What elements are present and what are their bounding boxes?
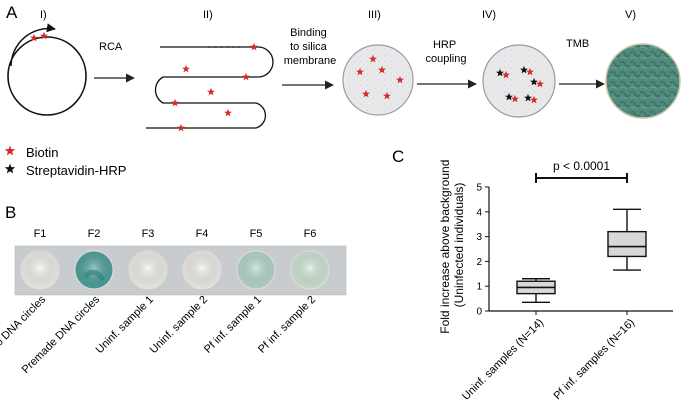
step-3-label: III) [368, 9, 381, 21]
legend-biotin-text: Biotin [26, 145, 59, 160]
biotin-star-icon [207, 87, 215, 96]
biotin-star-icon [224, 108, 232, 117]
biotin-star-icon [536, 79, 544, 88]
y-axis-label: Fold increase above background (Uninfect… [438, 156, 466, 333]
biotin-star-icon [511, 94, 519, 103]
y-tick-label: 2 [476, 257, 482, 268]
biotin-star-icon [250, 42, 258, 51]
arrow-rca-label: RCA [99, 41, 123, 53]
y-tick-label: 0 [476, 307, 482, 318]
box-iqr [607, 230, 647, 258]
well-id-label: F4 [196, 228, 209, 240]
biotin-star-icon [177, 123, 185, 132]
biotin-star-icon [502, 70, 510, 79]
well-id-label: F5 [250, 228, 263, 240]
streptavidin-star-icon [530, 77, 538, 86]
legend: Biotin Streptavidin-HRP [4, 145, 126, 178]
well-id-label: F3 [142, 228, 155, 240]
panel-a-label: A [6, 3, 18, 22]
hrp-pair [505, 92, 519, 103]
biotin-star-icon [383, 91, 391, 100]
streptavidin-star-icon [496, 68, 504, 77]
legend-biotin: Biotin [4, 145, 59, 160]
step-4-label: IV) [482, 9, 496, 21]
y-tick-label: 3 [476, 232, 482, 243]
membrane-hrp [482, 44, 556, 118]
biotin-star-icon [40, 31, 48, 40]
box-uninfected: Uninf. samples (N=14) [460, 278, 556, 403]
well-sample-label: Uninf. sample 2 [148, 294, 211, 357]
y-tick-label: 1 [476, 282, 482, 293]
biotin-star-icon [362, 89, 370, 98]
biotin-star-icon [356, 67, 364, 76]
biotin-star-icon [182, 64, 190, 73]
significance-bracket: p < 0.0001 [535, 159, 628, 183]
panel-c-label: C [392, 147, 404, 166]
box-infected: Pf inf. samples (N=16) [551, 208, 647, 403]
biotin-star-icon [526, 67, 534, 76]
star-icon [4, 163, 16, 174]
y-tick-label: 4 [476, 207, 482, 218]
biotin-star-icon [30, 33, 38, 42]
streptavidin-star-icon [505, 92, 513, 101]
well-id-label: F2 [88, 228, 101, 240]
star-icon [4, 145, 16, 156]
legend-streptavidin-text: Streptavidin-HRP [26, 163, 126, 178]
arrow-binding-label: Binding to silica membrane [284, 27, 337, 67]
streptavidin-star-icon [520, 65, 528, 74]
x-category-label: Pf inf. samples (N=16) [551, 317, 637, 403]
hrp-pair [524, 93, 538, 104]
well-sample-label: Uninf. sample 1 [94, 294, 157, 357]
rca-product [146, 46, 274, 129]
dna-circle [7, 23, 87, 116]
x-category-label: Uninf. samples (N=14) [460, 317, 546, 403]
biotin-star-icon [171, 98, 179, 107]
silica-membrane [342, 44, 414, 116]
hrp-pair [520, 65, 534, 76]
hrp-markers-step4 [496, 65, 544, 104]
streptavidin-star-icon [524, 93, 532, 102]
biotin-markers-step2 [171, 42, 258, 132]
panel-b-label: B [5, 203, 16, 222]
biotin-star-icon [369, 54, 377, 63]
biotin-star-icon [378, 65, 386, 74]
step-2-label: II) [203, 9, 213, 21]
well-id-label: F1 [34, 228, 47, 240]
step-1-label: I) [40, 9, 47, 21]
legend-streptavidin: Streptavidin-HRP [4, 163, 126, 178]
step-5-label: V) [625, 9, 636, 21]
biotin-star-icon [396, 75, 404, 84]
tmb-membrane [605, 43, 681, 119]
arrow-tmb-label: TMB [566, 38, 589, 50]
biotin-markers-step3 [356, 54, 404, 100]
well-sample-label: Pf inf. sample 2 [256, 294, 318, 356]
hrp-pair [496, 68, 510, 79]
p-value-label: p < 0.0001 [553, 159, 610, 173]
biotin-star-icon [242, 72, 250, 81]
biotin-markers-step1 [30, 31, 48, 42]
biotin-star-icon [530, 95, 538, 104]
arrow-hrp-label: HRP coupling [426, 39, 467, 65]
y-tick-label: 5 [476, 183, 482, 194]
well-sample-label: Pf inf. sample 1 [202, 294, 264, 356]
well-id-label: F6 [304, 228, 317, 240]
hrp-pair [530, 77, 544, 88]
